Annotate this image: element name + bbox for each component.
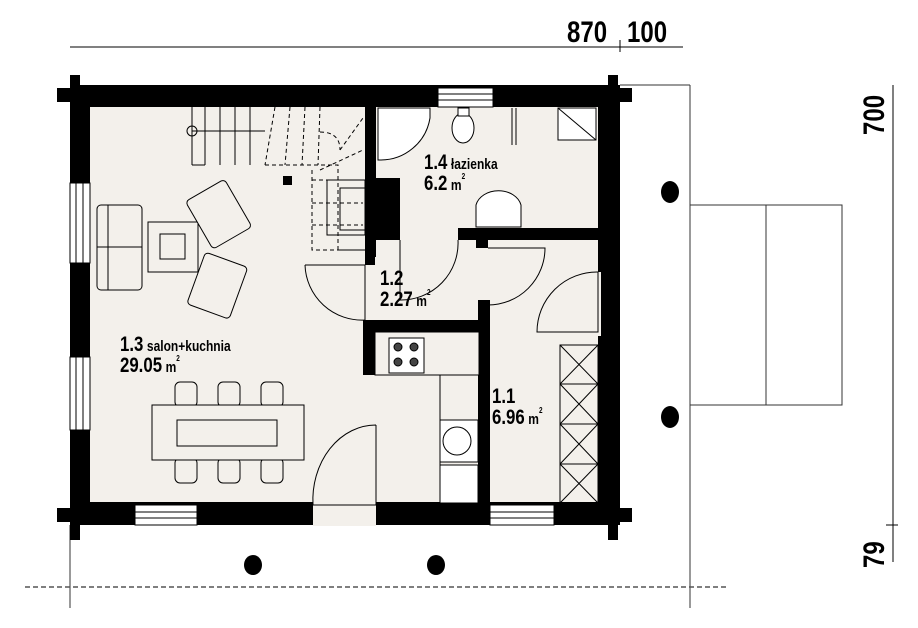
area-unit-exponent: 2 — [461, 172, 466, 181]
area-unit: m — [528, 411, 539, 428]
bathroom-fixtures — [377, 107, 597, 228]
wardrobe — [559, 344, 599, 504]
room-area: 6.2 — [424, 172, 448, 195]
dimension-lines — [70, 40, 898, 562]
entrance-opening — [313, 500, 376, 526]
columns — [244, 181, 679, 575]
area-unit-exponent: 2 — [538, 406, 543, 415]
windows — [69, 87, 555, 526]
area-unit: m — [416, 293, 427, 310]
room-area: 2.27 — [380, 288, 413, 311]
room-name: salon+kuchnia — [146, 338, 231, 355]
room-label-1-3: 1.3 salon+kuchnia 29.05 m2 — [120, 334, 231, 376]
room-label-1-2: 1.2 2.27 m2 — [380, 268, 431, 310]
room-number: 1.3 — [120, 333, 144, 356]
area-unit: m — [165, 359, 177, 376]
room-area: 29.05 — [120, 354, 163, 377]
room-area: 6.96 — [492, 406, 525, 429]
area-unit-exponent: 2 — [426, 288, 431, 297]
kitchen-fixtures — [374, 331, 480, 506]
area-unit-exponent: 2 — [176, 354, 180, 363]
room-name: łazienka — [450, 156, 498, 173]
dimension-top-extra: 100 — [627, 16, 668, 49]
room-label-1-1: 1.1 6.96 m2 — [492, 386, 543, 428]
dimension-right-main: 700 — [858, 94, 891, 135]
dimension-top-main: 870 — [567, 16, 608, 49]
living-furniture — [96, 180, 251, 319]
dining-set — [151, 381, 305, 484]
1-1-door-opening — [598, 272, 601, 336]
room-label-1-4: 1.4 łazienka 6.2 m2 — [424, 152, 498, 194]
chimney-marker — [283, 176, 292, 185]
doors — [304, 239, 599, 506]
staircase — [186, 106, 366, 251]
dimension-right-extra: 79 — [858, 541, 891, 568]
interior-walls — [363, 107, 620, 505]
room-number: 1.2 — [380, 267, 404, 290]
room-number: 1.4 — [424, 151, 448, 174]
area-unit: m — [450, 177, 462, 194]
room-number: 1.1 — [492, 385, 516, 408]
